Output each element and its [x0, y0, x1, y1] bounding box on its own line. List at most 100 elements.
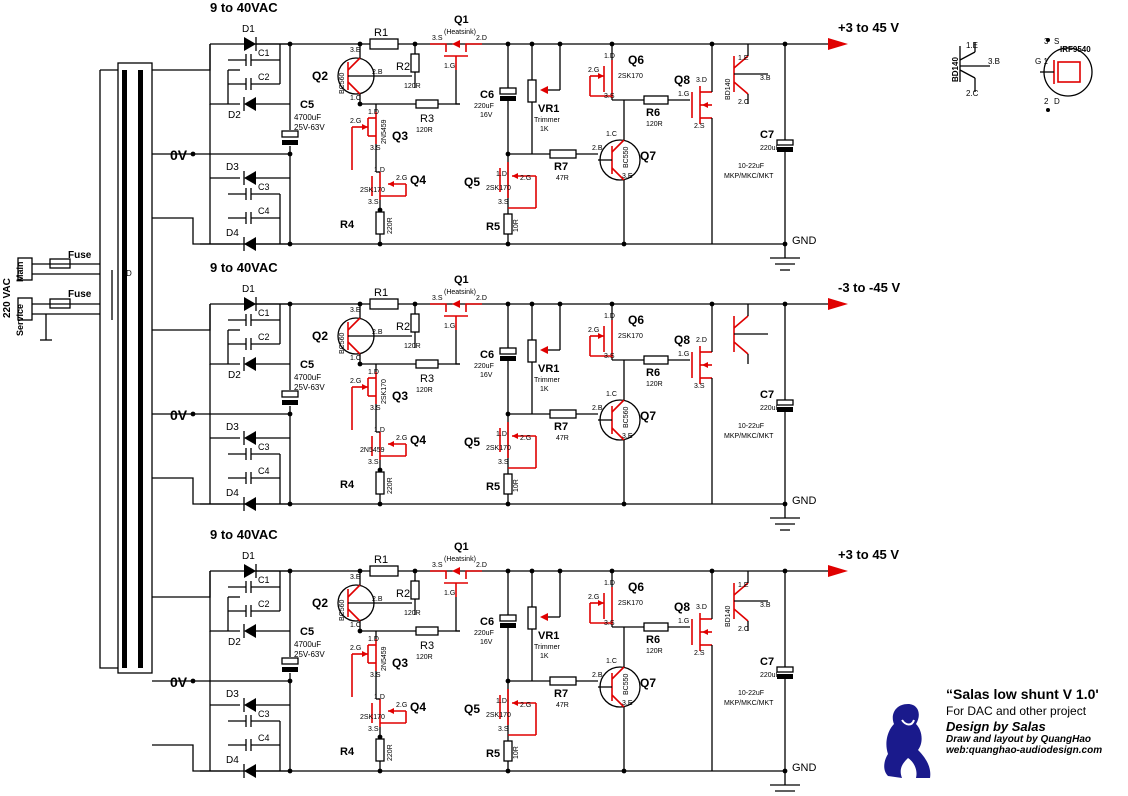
label-q4g: 2.G [396, 435, 407, 442]
label-bd: BD140 [725, 605, 732, 627]
junction-dot [287, 678, 293, 684]
label-q2p: BC560 [339, 332, 346, 354]
label-r4: R4 [340, 479, 355, 491]
label-q7: Q7 [640, 149, 656, 163]
r2-resistor [410, 53, 420, 73]
label-r4: R4 [340, 746, 355, 758]
label-q4s: 3.S [368, 459, 379, 466]
r2-resistor [410, 313, 420, 333]
label-d1: D1 [242, 284, 255, 295]
label-q1d: 2.D [476, 295, 487, 302]
label-q2b: 2.B [372, 329, 383, 336]
label-c3: C3 [258, 709, 270, 719]
label-r4v: 220R [387, 744, 394, 761]
label-r5: R5 [486, 481, 500, 493]
label-q7b: 2.B [592, 405, 603, 412]
junction-dot [357, 101, 363, 107]
diode-d2 [244, 357, 256, 371]
junction-dot [505, 568, 511, 574]
label-r7: R7 [554, 688, 568, 700]
transformer-frame [117, 62, 153, 674]
label-bdc: 2.C [738, 626, 749, 633]
junction-dot [287, 568, 293, 574]
junction-dot [505, 41, 511, 47]
label-r6: R6 [646, 634, 660, 646]
junction-dot [377, 768, 383, 774]
label-q3: Q3 [392, 129, 408, 143]
diode-d4 [244, 497, 256, 511]
label-q5: Q5 [464, 702, 480, 716]
label-d1: D1 [242, 551, 255, 562]
label-vr1: VR1 [538, 630, 559, 642]
label-r3: R3 [420, 113, 434, 125]
label-q5g: 2.G [520, 702, 531, 709]
label-q8g: 1.G [678, 91, 689, 98]
legend-bd140-b: 3.B [988, 57, 1000, 66]
label-q4d: 1.D [374, 167, 385, 174]
label-c7b: MKP/MKC/MKT [724, 433, 774, 440]
label-heatsink: (Heatsink) [444, 556, 476, 563]
c5-capacitor [281, 130, 299, 138]
label-q4g: 2.G [396, 175, 407, 182]
junction-dot [412, 41, 418, 47]
credits-subtitle: For DAC and other project [946, 704, 1087, 718]
label-q6s: 3.S [604, 620, 615, 627]
label-q4p: 2N5459 [360, 447, 385, 454]
r4-resistor [375, 738, 385, 762]
label-q6: Q6 [628, 53, 644, 67]
label-d4: D4 [226, 755, 239, 766]
label-q5d: 1.D [496, 431, 507, 438]
label-c5v: 4700uF [294, 113, 321, 122]
label-c1: C1 [258, 48, 270, 58]
label-c2: C2 [258, 72, 270, 82]
label-q2b: 2.B [372, 69, 383, 76]
label-c2: C2 [258, 332, 270, 342]
label-c4: C4 [258, 733, 270, 743]
label-c7: C7 [760, 656, 774, 668]
label-r2: R2 [396, 321, 410, 333]
junction-dot [357, 301, 363, 307]
label-q2e: 3.E [350, 574, 361, 581]
label-c6r: 16V [480, 112, 493, 119]
pinout-legend: 1.E 2.C 3.B BD140 IRF9540 3 S G 1 2 D [951, 37, 1093, 112]
diode-d2 [244, 624, 256, 638]
label-d4: D4 [226, 228, 239, 239]
label-c6: C6 [480, 349, 494, 361]
label-c3: C3 [258, 182, 270, 192]
r3-resistor [415, 626, 439, 636]
diode-d1 [244, 564, 256, 578]
label-q4: Q4 [410, 700, 426, 714]
label-q6p: 2SK170 [618, 333, 643, 340]
label-q3s: 3.S [370, 672, 381, 679]
label-q5s: 3.S [498, 199, 509, 206]
legend-irf-d: D [1054, 97, 1060, 106]
label-d4: D4 [226, 488, 239, 499]
label-c7b: MKP/MKC/MKT [724, 173, 774, 180]
c6-capacitor [499, 614, 517, 622]
label-c7a: 10-22uF [738, 690, 764, 697]
label-r1: R1 [374, 554, 388, 566]
label-q2p: BC560 [339, 599, 346, 621]
regulator-1: 9 to 40VAC+3 to 45 V0VGNDD1D2D3D4C1C2C3C… [152, 0, 899, 271]
main-connector [17, 257, 33, 281]
label-q3p: 2N5459 [381, 646, 388, 671]
label-r7v: 47R [556, 175, 569, 182]
label-q3p: 2N5459 [381, 119, 388, 144]
junction-dot [709, 301, 715, 307]
label-q4d: 1.D [374, 694, 385, 701]
label-d1: D1 [242, 24, 255, 35]
label-q3: Q3 [392, 389, 408, 403]
label-q7p: BC550 [623, 673, 630, 695]
junction-dot [782, 301, 788, 307]
label-r6: R6 [646, 367, 660, 379]
label-q6p: 2SK170 [618, 73, 643, 80]
q1-arrow-icon [452, 300, 460, 308]
label-vr1a: Trimmer [534, 644, 560, 651]
r4-resistor [375, 211, 385, 235]
label-q6p: 2SK170 [618, 600, 643, 607]
label-q6: Q6 [628, 313, 644, 327]
label-c7a: 10-22uF [738, 423, 764, 430]
junction-dot [709, 568, 715, 574]
mains-voltage-label: 220 VAC [2, 278, 13, 318]
junction-dot [287, 768, 293, 774]
